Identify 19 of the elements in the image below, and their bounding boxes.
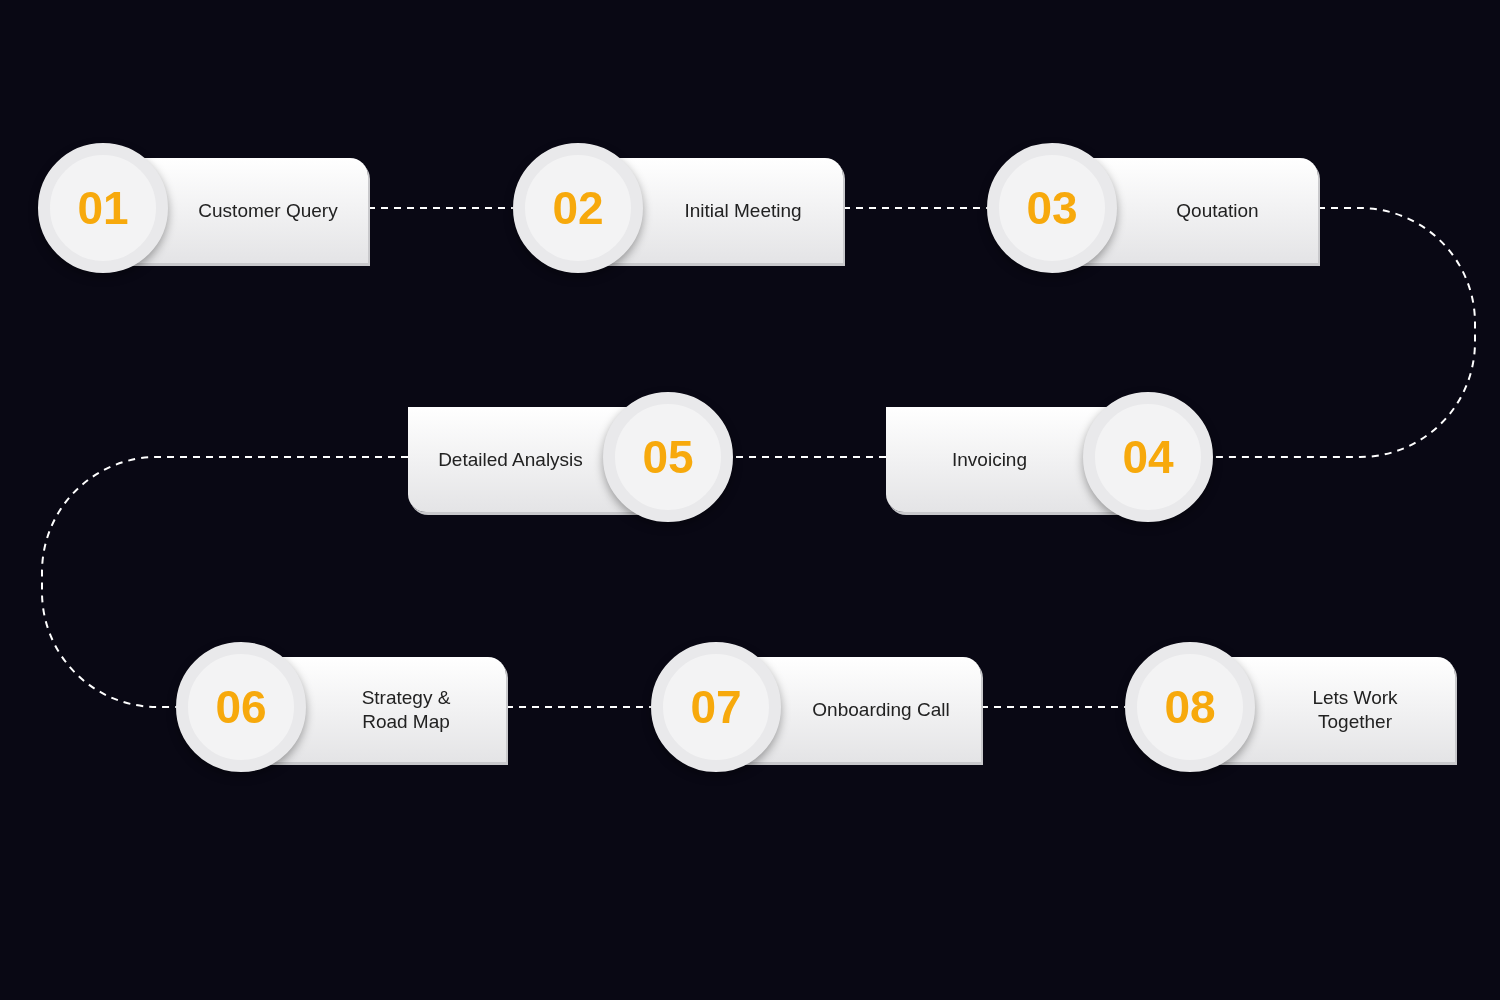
- step-label: Detailed Analysis: [438, 447, 583, 472]
- step-number: 07: [651, 642, 781, 772]
- dashed-connector: [505, 706, 652, 708]
- step-label: Invoicing: [952, 447, 1027, 472]
- step-number: 06: [176, 642, 306, 772]
- step-label: Onboarding Call: [812, 697, 950, 722]
- step-number: 08: [1125, 642, 1255, 772]
- dashed-connector: [367, 207, 514, 209]
- step-label: Lets Work Together: [1311, 685, 1399, 734]
- step-label: Initial Meeting: [684, 198, 802, 223]
- step-number: 01: [38, 143, 168, 273]
- step-label: Strategy & Road Map: [360, 685, 452, 734]
- step-label: Customer Query: [198, 198, 338, 223]
- step-number: 04: [1083, 392, 1213, 522]
- step-label: Qoutation: [1176, 198, 1259, 223]
- step-number: 03: [987, 143, 1117, 273]
- step-number: 05: [603, 392, 733, 522]
- dashed-connector: [41, 456, 409, 708]
- step-number: 02: [513, 143, 643, 273]
